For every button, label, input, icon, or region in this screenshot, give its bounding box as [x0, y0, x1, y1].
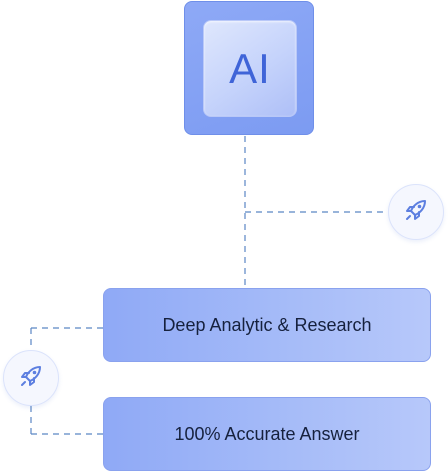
step-label: Deep Analytic & Research	[162, 314, 372, 335]
rocket-badge-top	[388, 184, 444, 240]
step-label: 100% Accurate Answer	[174, 423, 360, 444]
step-accurate-answer: 100% Accurate Answer	[103, 397, 431, 471]
rocket-icon	[401, 195, 431, 230]
ai-chip: AI	[184, 1, 314, 135]
ai-chip-core: AI	[203, 20, 297, 117]
step-deep-analytic: Deep Analytic & Research	[103, 288, 431, 362]
ai-chip-label: AI	[229, 44, 271, 92]
rocket-icon	[16, 361, 46, 396]
rocket-badge-left	[3, 350, 59, 406]
